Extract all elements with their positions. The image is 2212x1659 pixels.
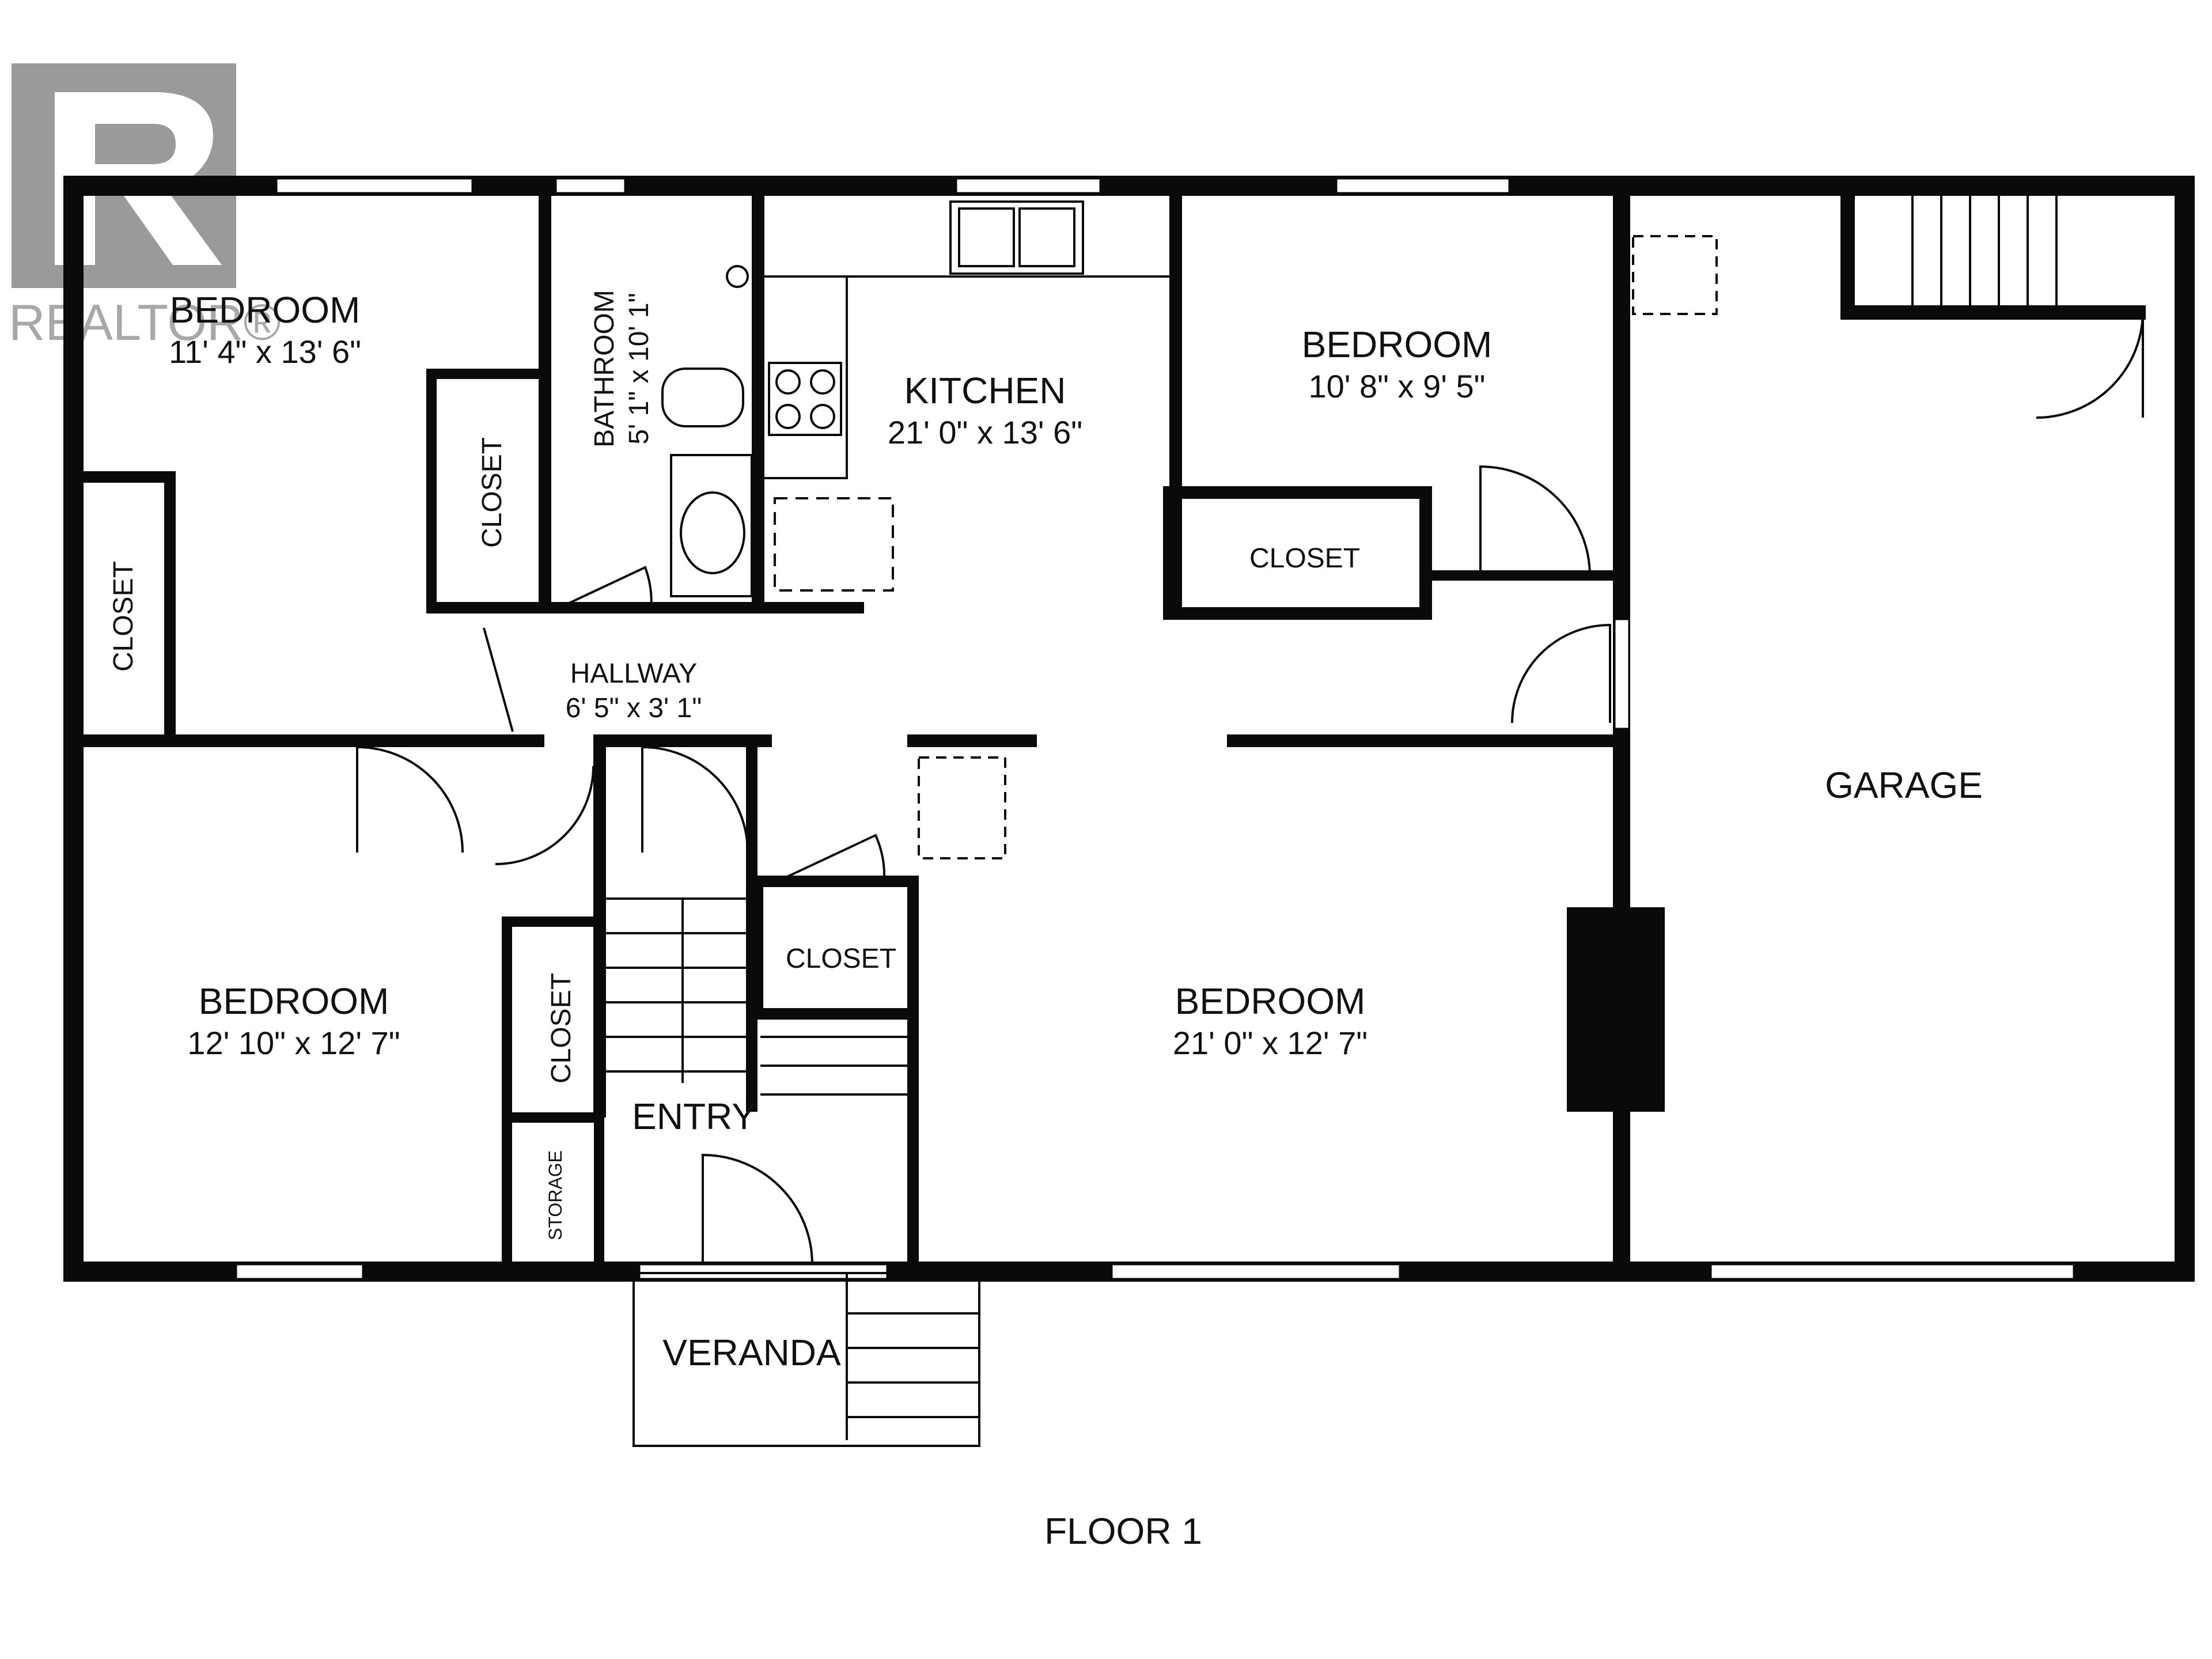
kitchen-sink-bowl-2 — [1018, 207, 1075, 267]
closet-w-label: CLOSET — [108, 561, 139, 672]
wall-entry-west — [593, 743, 606, 1118]
window-s-bottom — [1111, 1263, 1401, 1280]
window-garage-side — [1613, 618, 1630, 730]
stove-burner-1 — [775, 369, 801, 395]
room-hallway-dims: 6' 5" x 3' 1" — [566, 693, 702, 724]
window-garage-bottom — [1710, 1263, 2075, 1280]
kitchen-table — [774, 497, 894, 592]
wall-closet-w-top — [84, 471, 176, 483]
closet-center-label: CLOSET — [786, 944, 896, 974]
window-kitchen-top — [955, 177, 1101, 194]
stove-burner-3 — [775, 404, 801, 429]
wall-garage-stairs-bottom — [1840, 305, 2146, 320]
door-bathroom — [552, 566, 653, 612]
wall-left-outer — [63, 176, 84, 1282]
closet-ne-label: CLOSET — [1249, 543, 1360, 574]
room-entry-name: ENTRY — [632, 1096, 756, 1137]
door-entry-main — [702, 1153, 813, 1265]
door-garage-upper — [2036, 310, 2144, 419]
labels: BEDROOM 11' 4" x 13' 6" BATHROOM 5' 1" x… — [108, 289, 1983, 1552]
stove-burner-4 — [810, 404, 835, 429]
chimney — [1567, 907, 1665, 1112]
attic-hatch-garage — [1632, 235, 1718, 315]
wall-closet-nw-top — [426, 369, 541, 379]
floor-label: FLOOR 1 — [1044, 1510, 1202, 1552]
door-center-closet — [783, 834, 886, 880]
door-entry-stairs — [641, 745, 749, 853]
window-nw-top — [275, 177, 474, 194]
vanity — [670, 454, 753, 597]
room-bedroom-nw-dims: 11' 4" x 13' 6" — [169, 334, 361, 370]
walls — [63, 176, 2195, 1282]
room-hallway-name: HALLWAY — [570, 658, 698, 689]
wall-closet-nw-left — [426, 369, 437, 613]
wall-ne-closet — [1163, 486, 1432, 620]
window-bath-top — [555, 177, 626, 194]
window-sw-bottom — [235, 1263, 364, 1280]
room-bedroom-sw-name: BEDROOM — [199, 980, 389, 1022]
wall-mid-center — [907, 734, 1037, 747]
room-kitchen-name: KITCHEN — [904, 370, 1066, 411]
closet-sw-label: CLOSET — [546, 973, 577, 1084]
wall-garage-stairs — [1840, 190, 1855, 320]
kitchen-sink-bowl-1 — [958, 207, 1015, 267]
kitchen-sink — [949, 200, 1084, 275]
door-sw-bedroom — [356, 745, 464, 853]
kitchen-stove — [768, 362, 842, 436]
wall-mid-entry — [593, 734, 772, 747]
toilet — [661, 368, 744, 427]
wall-storage-box — [502, 1112, 604, 1272]
realtor-watermark: REALTOR® — [9, 294, 281, 351]
wall-mid-west — [84, 734, 544, 747]
wall-nw-bath-divider — [539, 176, 551, 613]
storage-label: STORAGE — [545, 1150, 566, 1240]
wall-center-closet-right — [907, 881, 919, 1273]
room-bedroom-ne-name: BEDROOM — [1302, 324, 1493, 365]
room-veranda-name: VERANDA — [662, 1332, 841, 1373]
wall-closet-w-right — [164, 471, 176, 742]
door-sw-closet — [495, 766, 594, 865]
wall-closet-nw-bottom — [426, 602, 541, 613]
wall-right-outer — [2175, 176, 2195, 1282]
veranda-outline — [632, 1272, 980, 1447]
window-entry-bottom — [638, 1263, 888, 1280]
room-bedroom-s-dims: 21' 0" x 12' 7" — [1173, 1025, 1368, 1061]
wall-ne-bedroom-bottom — [1426, 570, 1622, 581]
room-bedroom-sw-dims: 12' 10" x 12' 7" — [187, 1025, 400, 1061]
door-hallway-closet — [483, 627, 514, 732]
room-bedroom-s-name: BEDROOM — [1175, 980, 1366, 1022]
stove-burner-2 — [810, 369, 835, 395]
room-bedroom-ne-dims: 10' 8" x 9' 5" — [1308, 368, 1485, 404]
room-kitchen-dims: 21' 0" x 13' 6" — [888, 414, 1082, 450]
vanity-basin — [680, 491, 745, 574]
fixtures — [606, 196, 2058, 1447]
room-bathroom-dims: 5' 1" x 10' 1" — [624, 293, 654, 444]
closet-nw-label: CLOSET — [477, 437, 507, 548]
room-garage-name: GARAGE — [1825, 764, 1983, 806]
bath-sink — [726, 265, 749, 288]
doors — [356, 310, 2144, 1265]
wall-mid-east — [1227, 734, 1622, 747]
wall-bath-bottom — [541, 602, 864, 613]
kitchen-counter-inner — [764, 276, 848, 479]
windows — [235, 177, 2075, 1280]
room-bedroom-nw-name: BEDROOM — [170, 289, 361, 331]
door-garage-hall — [1511, 623, 1611, 724]
attic-hatch-center — [918, 756, 1006, 859]
door-ne-bedroom — [1479, 465, 1591, 577]
wall-bath-kitchen-divider — [752, 176, 764, 613]
window-ne-top — [1335, 177, 1510, 194]
room-bathroom-name: BATHROOM — [589, 290, 620, 448]
